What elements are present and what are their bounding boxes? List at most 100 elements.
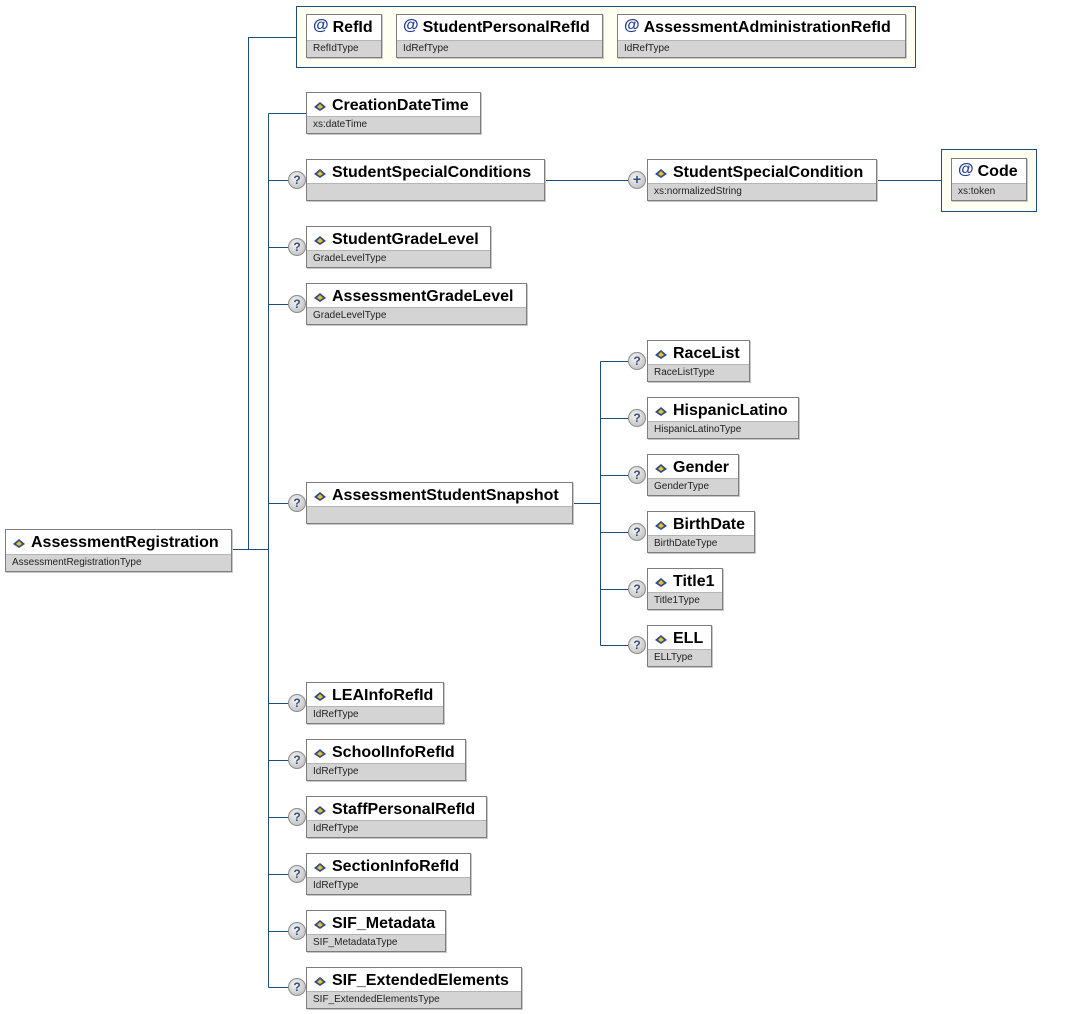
- optional-icon: ?: [288, 865, 306, 883]
- element-type: BirthDateType: [648, 535, 754, 552]
- element-creation-date-time[interactable]: CreationDateTime xs:dateTime: [306, 92, 481, 134]
- attribute-icon: @: [313, 17, 329, 34]
- element-ell[interactable]: ELL ELLType: [647, 625, 712, 667]
- element-name: StudentSpecialCondition: [673, 164, 864, 181]
- attribute-student-personal-refid[interactable]: @StudentPersonalRefId IdRefType: [396, 14, 603, 58]
- optional-icon: ?: [628, 352, 646, 370]
- element-name: LEAInfoRefId: [332, 687, 434, 704]
- element-icon: [313, 862, 327, 873]
- element-name: BirthDate: [673, 516, 746, 533]
- element-name: Title1: [673, 573, 715, 590]
- optional-icon: ?: [288, 238, 306, 256]
- root-element-assessment-registration[interactable]: AssessmentRegistration AssessmentRegistr…: [5, 529, 232, 572]
- element-sif-metadata[interactable]: SIF_Metadata SIF_MetadataType: [306, 910, 446, 952]
- element-icon: [313, 292, 327, 303]
- optional-icon: ?: [628, 409, 646, 427]
- attribute-assessment-administration-refid[interactable]: @AssessmentAdministrationRefId IdRefType: [617, 14, 906, 58]
- element-student-special-conditions[interactable]: StudentSpecialConditions: [306, 159, 545, 201]
- element-icon: [313, 976, 327, 987]
- attribute-icon: @: [624, 17, 640, 34]
- optional-icon: ?: [628, 580, 646, 598]
- element-type: Title1Type: [648, 592, 722, 609]
- attribute-icon: @: [403, 17, 419, 34]
- element-icon: [654, 634, 668, 645]
- element-title1[interactable]: Title1 Title1Type: [647, 568, 723, 610]
- attribute-icon: @: [958, 161, 974, 178]
- element-type: [307, 183, 544, 200]
- element-name: ELL: [673, 630, 704, 647]
- element-name: Gender: [673, 459, 730, 476]
- attribute-refid[interactable]: @RefId RefIdType: [306, 14, 382, 58]
- element-type: IdRefType: [307, 820, 486, 837]
- attribute-name: Code: [977, 163, 1018, 180]
- optional-icon: ?: [288, 494, 306, 512]
- attribute-name: AssessmentAdministrationRefId: [643, 19, 891, 36]
- element-birth-date[interactable]: BirthDate BirthDateType: [647, 511, 755, 553]
- element-gender[interactable]: Gender GenderType: [647, 454, 739, 496]
- element-icon: [313, 491, 327, 502]
- element-type: GradeLevelType: [307, 307, 526, 324]
- element-name: RaceList: [673, 345, 740, 362]
- attribute-name: RefId: [332, 19, 373, 36]
- element-name: CreationDateTime: [332, 97, 469, 114]
- element-assessment-grade-level[interactable]: AssessmentGradeLevel GradeLevelType: [306, 283, 527, 325]
- optional-icon: ?: [628, 466, 646, 484]
- element-name: SIF_Metadata: [332, 915, 436, 932]
- attribute-type: IdRefType: [618, 40, 905, 57]
- element-type: ELLType: [648, 649, 711, 666]
- element-section-info-refid[interactable]: SectionInfoRefId IdRefType: [306, 853, 471, 895]
- element-type: SIF_ExtendedElementsType: [307, 991, 521, 1008]
- element-lea-info-refid[interactable]: LEAInfoRefId IdRefType: [306, 682, 444, 724]
- optional-icon: ?: [288, 922, 306, 940]
- attribute-type: RefIdType: [307, 40, 381, 57]
- element-staff-personal-refid[interactable]: StaffPersonalRefId IdRefType: [306, 796, 487, 838]
- attribute-code[interactable]: @Code xs:token: [951, 158, 1027, 201]
- attribute-name: StudentPersonalRefId: [422, 19, 590, 36]
- element-type: GenderType: [648, 478, 738, 495]
- attribute-type: xs:token: [952, 183, 1026, 200]
- element-sif-extended-elements[interactable]: SIF_ExtendedElements SIF_ExtendedElement…: [306, 967, 522, 1009]
- element-school-info-refid[interactable]: SchoolInfoRefId IdRefType: [306, 739, 466, 781]
- element-icon: [313, 748, 327, 759]
- element-student-grade-level[interactable]: StudentGradeLevel GradeLevelType: [306, 226, 491, 268]
- element-type: IdRefType: [307, 877, 470, 894]
- optional-icon: ?: [288, 751, 306, 769]
- element-name: StaffPersonalRefId: [332, 801, 476, 818]
- element-assessment-student-snapshot[interactable]: AssessmentStudentSnapshot: [306, 482, 573, 524]
- element-type: AssessmentRegistrationType: [6, 554, 231, 571]
- element-name: SchoolInfoRefId: [332, 744, 455, 761]
- optional-icon: ?: [628, 636, 646, 654]
- element-name: AssessmentGradeLevel: [332, 288, 514, 305]
- element-icon: [313, 919, 327, 930]
- element-name: AssessmentStudentSnapshot: [332, 487, 559, 504]
- element-type: IdRefType: [307, 763, 465, 780]
- element-race-list[interactable]: RaceList RaceListType: [647, 340, 750, 382]
- optional-icon: ?: [288, 295, 306, 313]
- element-type: IdRefType: [307, 706, 443, 723]
- element-name: StudentSpecialConditions: [332, 164, 532, 181]
- optional-icon: ?: [628, 523, 646, 541]
- element-icon: [654, 577, 668, 588]
- optional-icon: ?: [288, 978, 306, 996]
- element-type: HispanicLatinoType: [648, 421, 798, 438]
- element-type: SIF_MetadataType: [307, 934, 445, 951]
- element-icon: [313, 691, 327, 702]
- element-type: GradeLevelType: [307, 250, 490, 267]
- element-name: HispanicLatino: [673, 402, 788, 419]
- element-name: SIF_ExtendedElements: [332, 972, 509, 989]
- element-icon: [313, 168, 327, 179]
- element-icon: [654, 168, 668, 179]
- element-type: xs:dateTime: [307, 116, 480, 133]
- repeat-icon: +: [628, 171, 646, 189]
- element-icon: [654, 463, 668, 474]
- element-icon: [654, 406, 668, 417]
- element-hispanic-latino[interactable]: HispanicLatino HispanicLatinoType: [647, 397, 799, 439]
- optional-icon: ?: [288, 808, 306, 826]
- element-name: AssessmentRegistration: [31, 534, 219, 551]
- element-icon: [654, 349, 668, 360]
- element-type: RaceListType: [648, 364, 749, 381]
- attribute-type: IdRefType: [397, 40, 602, 57]
- optional-icon: ?: [288, 171, 306, 189]
- element-student-special-condition[interactable]: StudentSpecialCondition xs:normalizedStr…: [647, 159, 877, 201]
